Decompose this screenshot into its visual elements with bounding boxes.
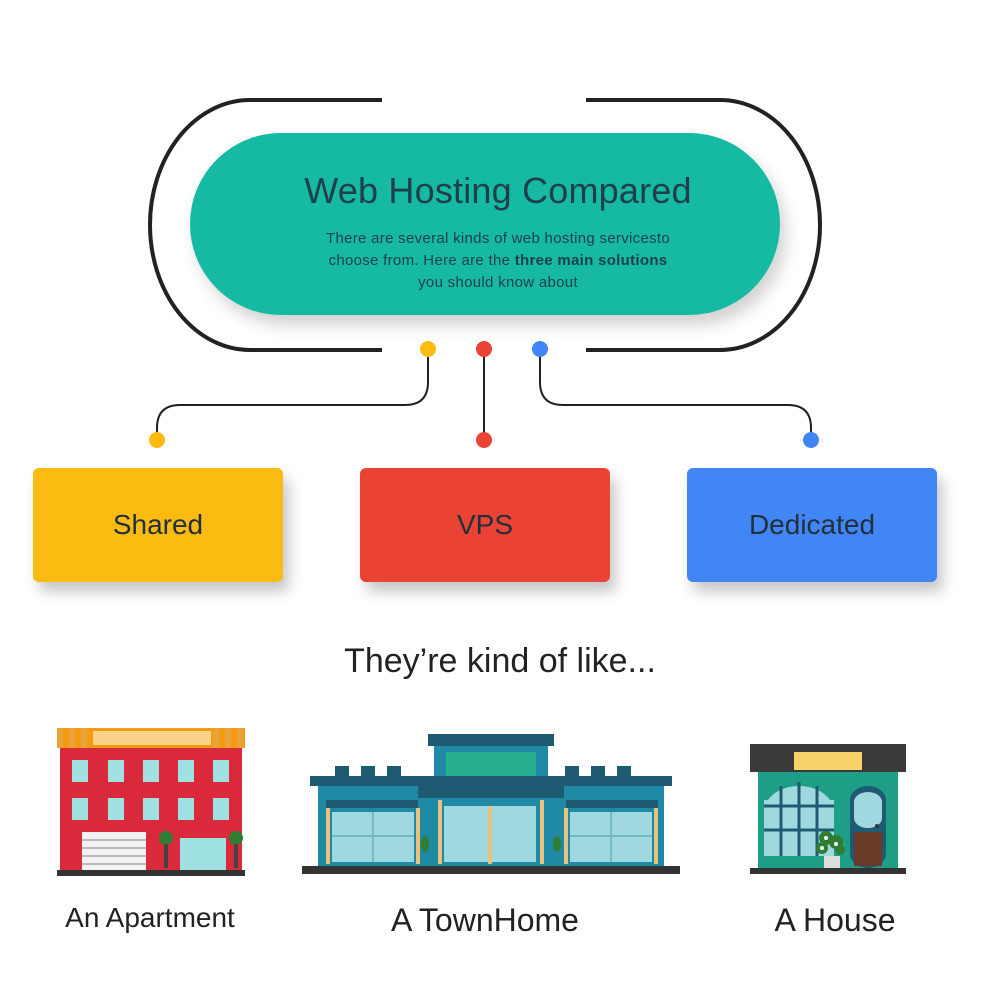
townhome-building-icon [302, 734, 680, 874]
apartment-building-icon [57, 728, 245, 876]
label-apartment: An Apartment [65, 902, 235, 933]
title-pill [190, 133, 780, 315]
dot-yellow-top [420, 341, 436, 357]
subtitle-highlight: three main solutions [514, 252, 668, 269]
subtitle-line-3: you should know about [418, 274, 578, 291]
card-dedicated-label: Dedicated [748, 509, 876, 540]
bracket-right [586, 98, 822, 352]
dot-blue-bottom [803, 432, 819, 448]
card-shared: Shared [33, 468, 283, 582]
bracket-left [148, 98, 382, 352]
card-vps: VPS [360, 468, 610, 582]
connector-dedicated [539, 349, 812, 440]
card-vps-label: VPS [456, 509, 514, 540]
page-title: Web Hosting Compared [304, 170, 692, 211]
dot-red-top [476, 341, 492, 357]
tagline: They’re kind of like... [344, 642, 656, 680]
card-dedicated: Dedicated [687, 468, 937, 582]
dot-blue-top [532, 341, 548, 357]
house-icon [750, 744, 906, 874]
connector-shared [156, 349, 429, 440]
label-townhome: A TownHome [391, 902, 579, 938]
label-house: A House [774, 902, 896, 938]
card-shared-label: Shared [112, 509, 204, 540]
subtitle-line-2-pre: choose from. Here are the [328, 252, 515, 269]
dot-red-bottom [476, 432, 492, 448]
dot-yellow-bottom [149, 432, 165, 448]
subtitle-line-1: There are several kinds of web hosting s… [325, 230, 671, 247]
page-subtitle: There are several kinds of web hosting s… [280, 228, 716, 294]
